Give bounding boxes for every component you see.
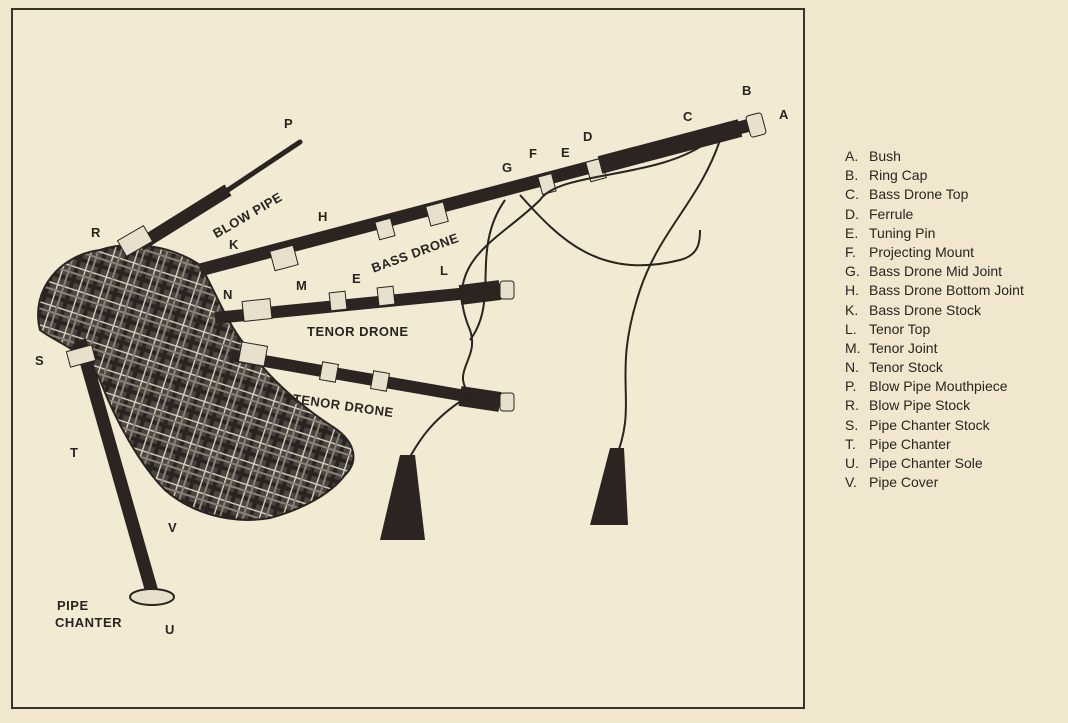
part-label-g: G: [502, 160, 513, 175]
legend-key: E.: [845, 224, 859, 241]
legend-item: B. Ring Cap: [845, 166, 1024, 185]
legend-text: Tuning Pin: [869, 224, 936, 241]
legend-text: Tenor Stock: [869, 359, 943, 376]
legend-item: A. Bush: [845, 147, 1024, 166]
part-label-d: D: [583, 129, 593, 144]
legend-text: Pipe Chanter: [869, 435, 951, 452]
legend-key: H.: [845, 282, 859, 299]
tenor-drone-label-upper: TENOR DRONE: [307, 324, 409, 339]
legend-item: G. Bass Drone Mid Joint: [845, 262, 1024, 281]
part-label-l: L: [440, 263, 449, 278]
legend-key: K.: [845, 301, 859, 318]
pipe-chanter-label-line2: CHANTER: [55, 615, 123, 630]
legend-key: T.: [845, 435, 856, 452]
legend-text: Pipe Chanter Stock: [869, 416, 990, 433]
legend-key: F.: [845, 243, 856, 260]
legend-item: V. Pipe Cover: [845, 473, 1024, 492]
legend-item: U. Pipe Chanter Sole: [845, 454, 1024, 473]
legend-key: G.: [845, 263, 860, 280]
legend-key: R.: [845, 397, 859, 414]
legend-text: Bush: [869, 148, 901, 164]
legend-text: Bass Drone Bottom Joint: [869, 282, 1024, 299]
legend-item: F. Projecting Mount: [845, 243, 1024, 262]
part-label-p: P: [284, 116, 294, 131]
part-label-s: S: [35, 353, 45, 368]
legend-text: Bass Drone Stock: [869, 301, 982, 318]
legend-key: B.: [845, 167, 859, 184]
part-label-u: U: [165, 622, 175, 637]
part-label-m: M: [296, 278, 308, 293]
tassel-right: [590, 448, 628, 525]
legend-text: Bass Drone Top: [869, 186, 969, 203]
part-label-v: V: [168, 520, 178, 535]
legend-key: D.: [845, 205, 859, 222]
part-label-e-bass: E: [561, 145, 571, 160]
legend-text: Bass Drone Mid Joint: [869, 263, 1003, 280]
legend-key: L.: [845, 320, 857, 337]
legend-item: C. Bass Drone Top: [845, 185, 1024, 204]
legend-key: U.: [845, 455, 859, 471]
legend-item: M. Tenor Joint: [845, 339, 1024, 358]
part-label-c: C: [683, 109, 693, 124]
legend-item: L. Tenor Top: [845, 320, 1024, 339]
part-label-r: R: [91, 225, 101, 240]
pipe-chanter: [65, 338, 175, 606]
part-label-e-tenor: E: [352, 271, 362, 286]
pipe-chanter-label-line1: PIPE: [57, 598, 89, 613]
legend-key: S.: [845, 416, 859, 433]
drone-cords: [404, 139, 721, 466]
legend-key: C.: [845, 186, 859, 203]
bass-drone: [198, 112, 767, 277]
legend-item: D. Ferrule: [845, 205, 1024, 224]
legend-text: Pipe Chanter Sole: [869, 455, 983, 471]
legend-item: N. Tenor Stock: [845, 358, 1024, 377]
legend-key: A.: [845, 148, 859, 164]
legend-item: P. Blow Pipe Mouthpiece: [845, 377, 1024, 396]
legend-item: T. Pipe Chanter: [845, 435, 1024, 454]
part-label-k: K: [229, 237, 239, 252]
part-label-t: T: [70, 445, 79, 460]
legend-key: V.: [845, 474, 857, 491]
legend-text: Ring Cap: [869, 167, 928, 184]
legend-item: E. Tuning Pin: [845, 224, 1024, 243]
legend-text: Blow Pipe Stock: [869, 397, 971, 414]
legend-item: S. Pipe Chanter Stock: [845, 416, 1024, 435]
legend-text: Blow Pipe Mouthpiece: [869, 378, 1008, 395]
part-label-h: H: [318, 209, 328, 224]
legend-key: N.: [845, 359, 859, 376]
legend-text: Projecting Mount: [869, 243, 975, 260]
legend-item: R. Blow Pipe Stock: [845, 396, 1024, 415]
part-label-b: B: [742, 83, 752, 98]
legend-text: Ferrule: [869, 205, 914, 222]
legend-key: P.: [845, 378, 857, 395]
legend-text: Tenor Top: [869, 320, 931, 337]
tenor-drone-upper: [214, 280, 515, 324]
part-label-a: A: [779, 107, 789, 122]
part-label-n: N: [223, 287, 233, 302]
legend-item: H. Bass Drone Bottom Joint: [845, 281, 1024, 300]
tassel-left: [380, 455, 425, 540]
blow-pipe: [116, 139, 303, 257]
legend-text: Pipe Cover: [869, 474, 939, 491]
legend-text: Tenor Joint: [869, 339, 938, 356]
legend-item: K. Bass Drone Stock: [845, 301, 1024, 320]
part-label-f: F: [529, 146, 538, 161]
legend-key: M.: [845, 339, 861, 356]
